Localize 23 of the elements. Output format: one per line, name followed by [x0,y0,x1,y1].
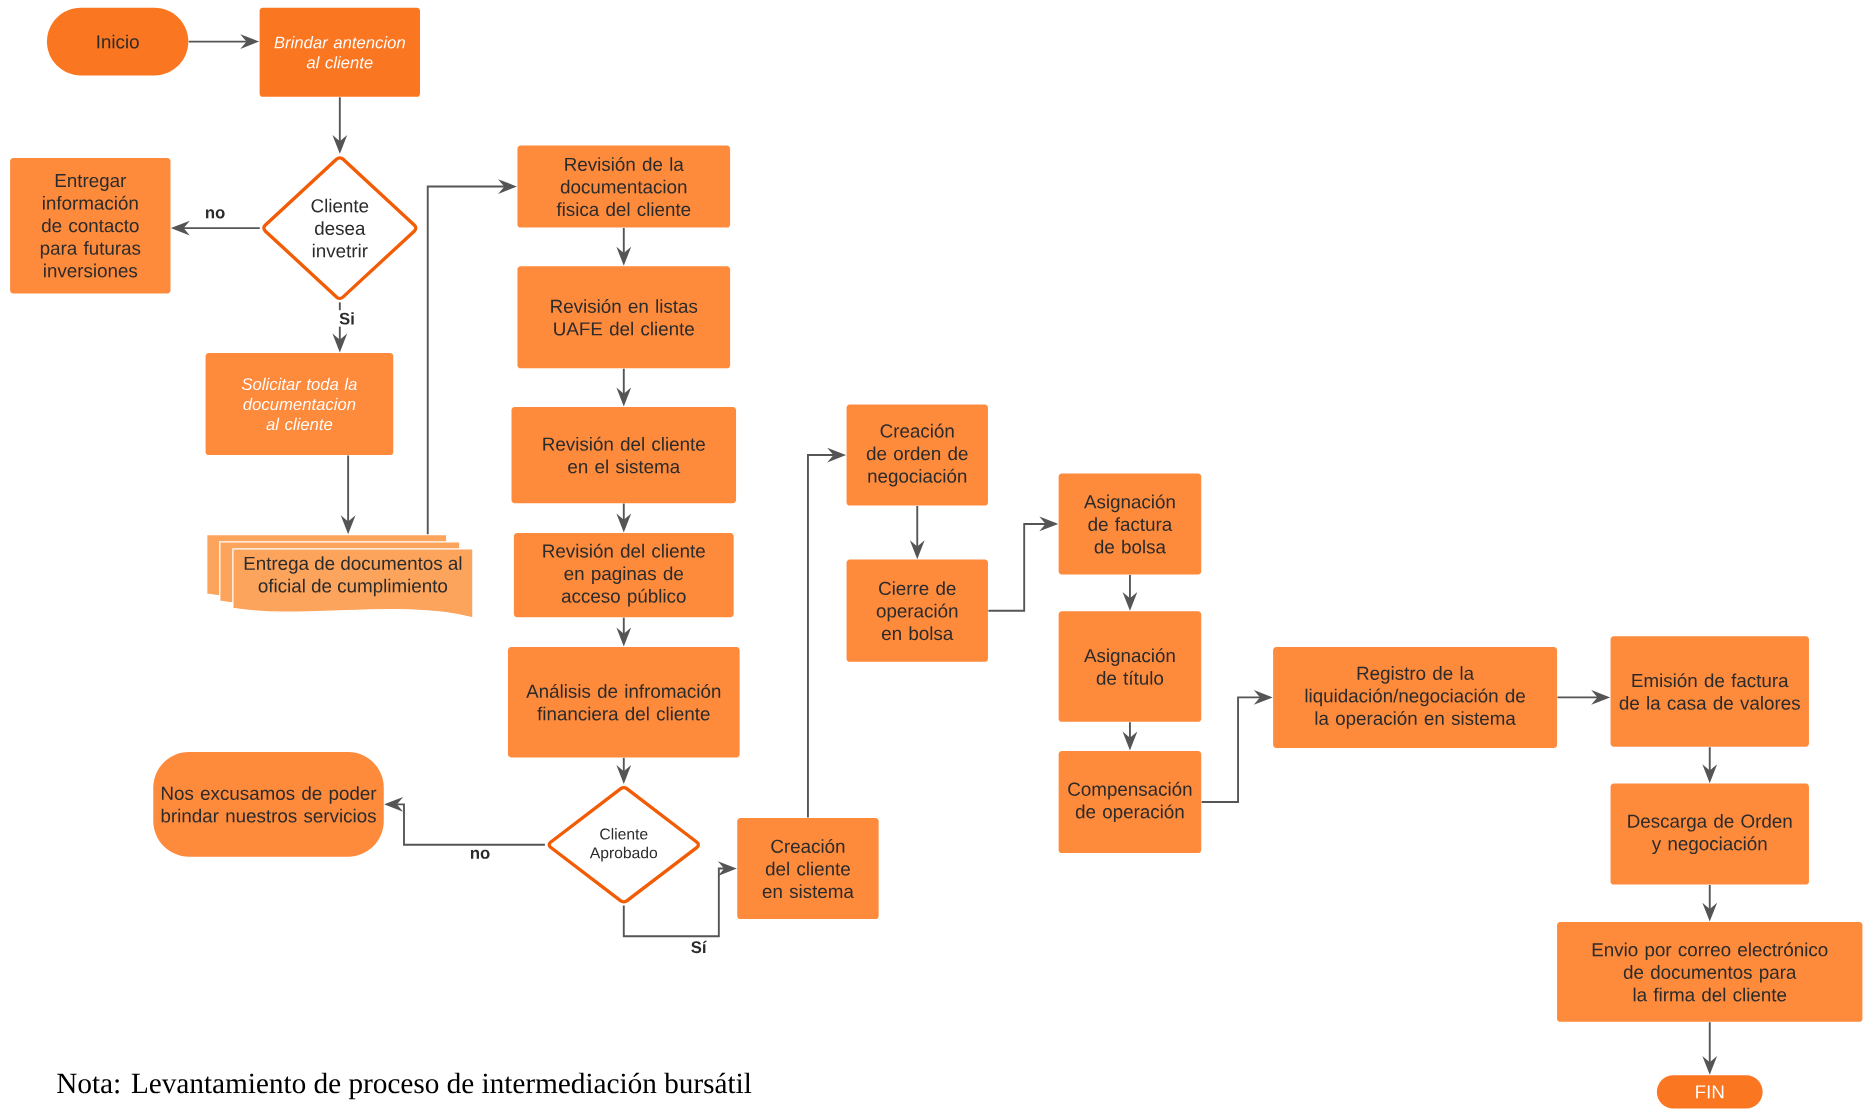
edge-label: no [202,207,228,221]
process-box: Registro de la liquidación/negociación de la operación en sistema [1273,647,1558,748]
process-box: Revisión del cliente en paginas de acceso público [513,532,734,618]
process-box: Emisión de factura de la casa de valores [1610,636,1809,747]
process-box: Asignación de factura de bolsa [1058,473,1202,575]
process-box: Revisión de la documentacion fisica del cliente [517,145,731,228]
process-box: Creación del cliente en sistema [737,818,879,920]
process-box: Asignación de título [1058,611,1202,722]
process-box: Compensación de operación [1058,750,1202,854]
process-box: Análisis de infromación financiera del cliente [507,647,740,758]
process-box: Brindar antencion al cliente [259,7,420,97]
process-box: Envio por correo electrónico de documentos para la firma del cliente [1557,922,1863,1022]
edge-label: Si [336,310,357,327]
edge-label: Sí [688,938,709,956]
process-box: Revisión en listas UAFE del cliente [517,266,731,369]
process-box: Creación de orden de negociación [846,404,988,506]
process-box: Revisión del cliente en el sistema [511,407,737,504]
edge-label: no [467,847,493,861]
process-box: Solicitar toda la documentacion al cliente [205,352,394,456]
process-box: Cierre de operación en bolsa [846,559,988,662]
process-box: Descarga de Orden y negociación [1610,783,1809,885]
process-box: Entregar información de contacto para futuras inversiones [10,158,171,294]
caption: Nota: Levantamiento de proceso de intermediación bursátil [57,1072,752,1100]
